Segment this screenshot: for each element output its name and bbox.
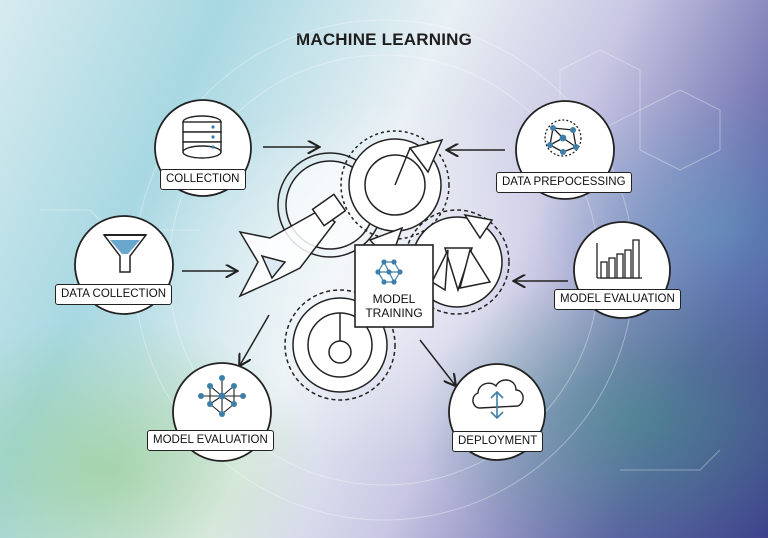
node-label-data-collection: DATA COLLECTION <box>55 284 173 305</box>
neural-network-icon <box>198 375 246 417</box>
flow-arrows <box>182 147 568 385</box>
center-label-line2: TRAINING <box>365 306 423 320</box>
center-label-line1: MODEL <box>372 292 416 306</box>
arrow-center-to-evaluation <box>240 314 270 365</box>
node-label-model-evaluation-right: MODEL EVALUATION <box>554 289 681 310</box>
funnel-icon <box>102 234 148 273</box>
network-nodes-icon <box>544 119 582 157</box>
node-label-collection: COLLECTION <box>160 169 246 190</box>
cloud-upload-icon <box>472 379 524 420</box>
page-title: MACHINE LEARNING <box>295 30 473 49</box>
bar-chart-icon <box>596 239 642 279</box>
database-icon <box>182 115 222 159</box>
node-label-deployment: DEPLOYMENT <box>452 431 544 452</box>
node-label-model-evaluation-bottom: MODEL EVALUATION <box>147 430 274 451</box>
center-label: MODEL TRAINING <box>355 292 433 320</box>
model-training-box <box>354 244 434 328</box>
arrow-center-to-deployment <box>419 339 455 385</box>
node-label-data-preprocessing: DATA PREPOCESSING <box>496 172 632 193</box>
